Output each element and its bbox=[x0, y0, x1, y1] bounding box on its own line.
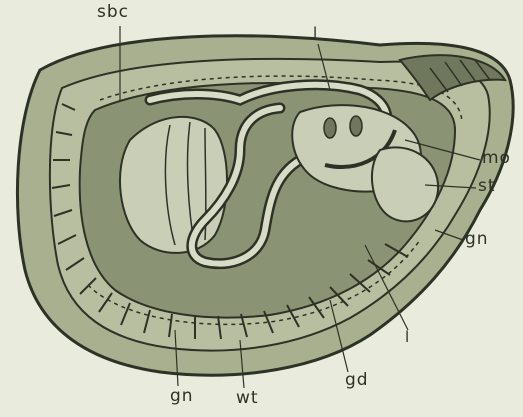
label-gn-right: gn bbox=[465, 231, 489, 248]
label-mo: mo bbox=[482, 150, 511, 167]
gonad-mass bbox=[120, 117, 227, 253]
label-sbc: sbc bbox=[97, 4, 129, 21]
stomach-spot-left bbox=[324, 118, 336, 138]
label-wt: wt bbox=[236, 390, 259, 407]
stomach-spot-right bbox=[350, 116, 362, 136]
label-gd: gd bbox=[345, 372, 369, 389]
label-l-bottom: l bbox=[405, 330, 410, 345]
label-l-top: l bbox=[313, 26, 318, 41]
label-gn-bottom: gn bbox=[170, 388, 194, 405]
label-st: st bbox=[478, 178, 496, 195]
